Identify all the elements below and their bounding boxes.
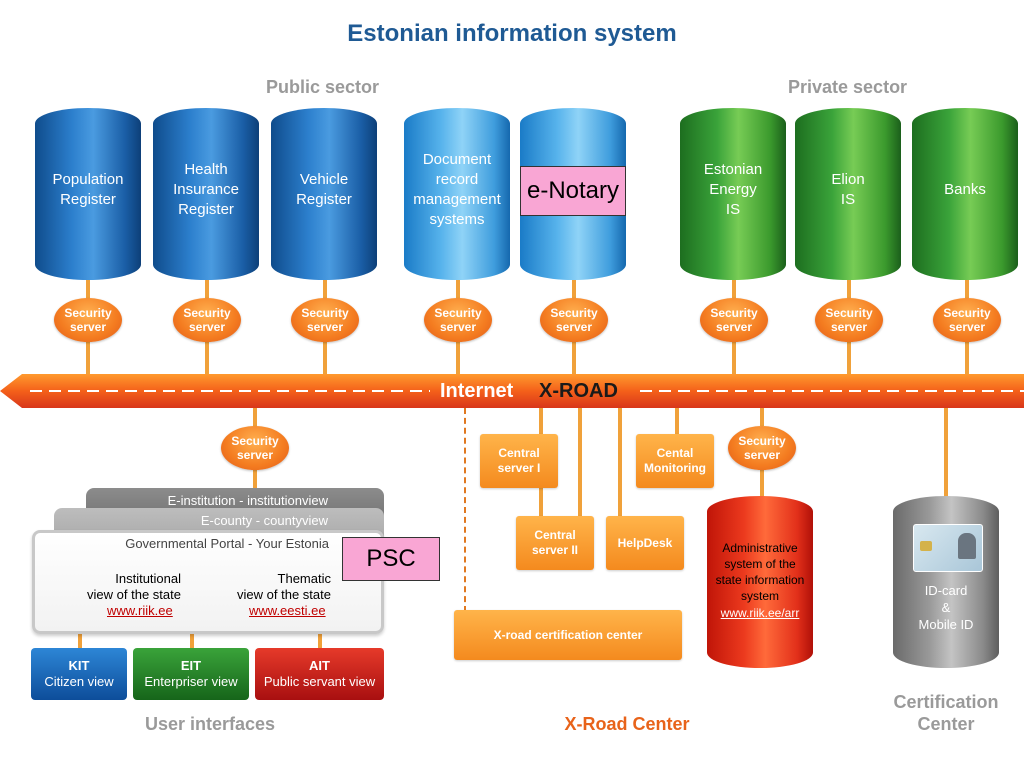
psc-label: PSC: [342, 537, 440, 581]
xroad-band: [0, 374, 1024, 408]
population-register-cylinder: Population Register: [35, 108, 141, 280]
security-server-vehicle: Security server: [291, 298, 359, 342]
central-monitoring-box: Cental Monitoring: [636, 434, 714, 488]
vehicle-register-cylinder: Vehicle Register: [271, 108, 377, 280]
admin-system-link-wrap: www.riik.ee/arr: [707, 606, 813, 620]
security-server-document: Security server: [424, 298, 492, 342]
certification-center-label: Certification Center: [893, 692, 999, 734]
xroad-center-label: X-Road Center: [564, 714, 690, 734]
central-server-2: Central server II: [516, 516, 594, 570]
security-server-admin: Security server: [728, 426, 796, 470]
idcard-cylinder: ID-card & Mobile ID: [893, 496, 999, 668]
security-server-banks: Security server: [933, 298, 1001, 342]
vehicle-register-label: Vehicle Register: [296, 171, 352, 208]
idcard-image: [913, 524, 983, 572]
ait-sub-label: Public servant view: [263, 674, 376, 689]
xroad-certification-center-box: X-road certification center: [454, 610, 682, 660]
user-interfaces-label: User interfaces: [144, 714, 276, 734]
idcard-text: ID-card & Mobile ID: [918, 583, 974, 632]
admin-system-link[interactable]: www.riik.ee/arr: [720, 606, 800, 620]
health-insurance-register-label: Health Insurance Register: [173, 161, 239, 218]
eit-label: EIT: [180, 658, 202, 673]
helpdesk-box: HelpDesk: [606, 516, 684, 570]
private-sector-label: Private sector: [788, 77, 908, 97]
eit-sub-label: Enterpriser view: [144, 674, 238, 689]
ecounty-label: E-county - countyview: [200, 513, 328, 528]
ait-public-servant-view-button[interactable]: AIT Public servant view: [255, 648, 384, 700]
estonian-energy-label: Estonian Energy IS: [703, 161, 763, 218]
security-server-enotary: Security server: [540, 298, 608, 342]
portrait-icon: [958, 533, 976, 559]
kit-sub-label: Citizen view: [44, 674, 114, 689]
einstitution-label: E-institution - institutionview: [167, 493, 328, 508]
portal-title: Governmental Portal - Your Estonia: [125, 536, 329, 551]
thematic-view-text: Thematic view of the state: [237, 571, 331, 602]
riik-link[interactable]: www.riik.ee: [107, 603, 173, 618]
security-server-elion: Security server: [815, 298, 883, 342]
security-server-health: Security server: [173, 298, 241, 342]
ait-label: AIT: [309, 658, 330, 673]
document-management-label: Document record management systems: [413, 151, 501, 228]
public-sector-label: Public sector: [266, 77, 380, 97]
certification-dashed-line: [464, 408, 466, 612]
diagram-title: Estonian information system: [347, 20, 677, 47]
institutional-view-text: Institutional view of the state: [87, 571, 181, 602]
chip-icon: [920, 541, 932, 551]
security-server-population: Security server: [54, 298, 122, 342]
central-server-1: Central server I: [480, 434, 558, 488]
banks-cylinder: Banks: [912, 108, 1018, 280]
admin-system-cylinder: Administrative system of the state infor…: [707, 496, 813, 668]
eit-enterpriser-view-button[interactable]: EIT Enterpriser view: [133, 648, 249, 700]
eesti-link[interactable]: www.eesti.ee: [249, 603, 326, 618]
security-server-portal: Security server: [221, 426, 289, 470]
population-register-label: Population Register: [52, 171, 124, 208]
kit-citizen-view-button[interactable]: KIT Citizen view: [31, 648, 127, 700]
enotary-label: e-Notary: [520, 166, 626, 216]
admin-system-text: Administrative system of the state infor…: [715, 541, 805, 603]
document-management-cylinder: Document record management systems: [404, 108, 510, 280]
internet-label: Internet: [440, 380, 514, 402]
security-server-energy: Security server: [700, 298, 768, 342]
xroad-label: X-ROAD: [539, 380, 618, 402]
elion-cylinder: Elion IS: [795, 108, 901, 280]
governmental-portal-card: Governmental Portal - Your Estonia Insti…: [32, 530, 384, 634]
health-insurance-register-cylinder: Health Insurance Register: [153, 108, 259, 280]
banks-label: Banks: [944, 181, 986, 198]
estonian-energy-cylinder: Estonian Energy IS: [680, 108, 786, 280]
elion-label: Elion IS: [831, 171, 865, 208]
kit-label: KIT: [68, 658, 90, 673]
